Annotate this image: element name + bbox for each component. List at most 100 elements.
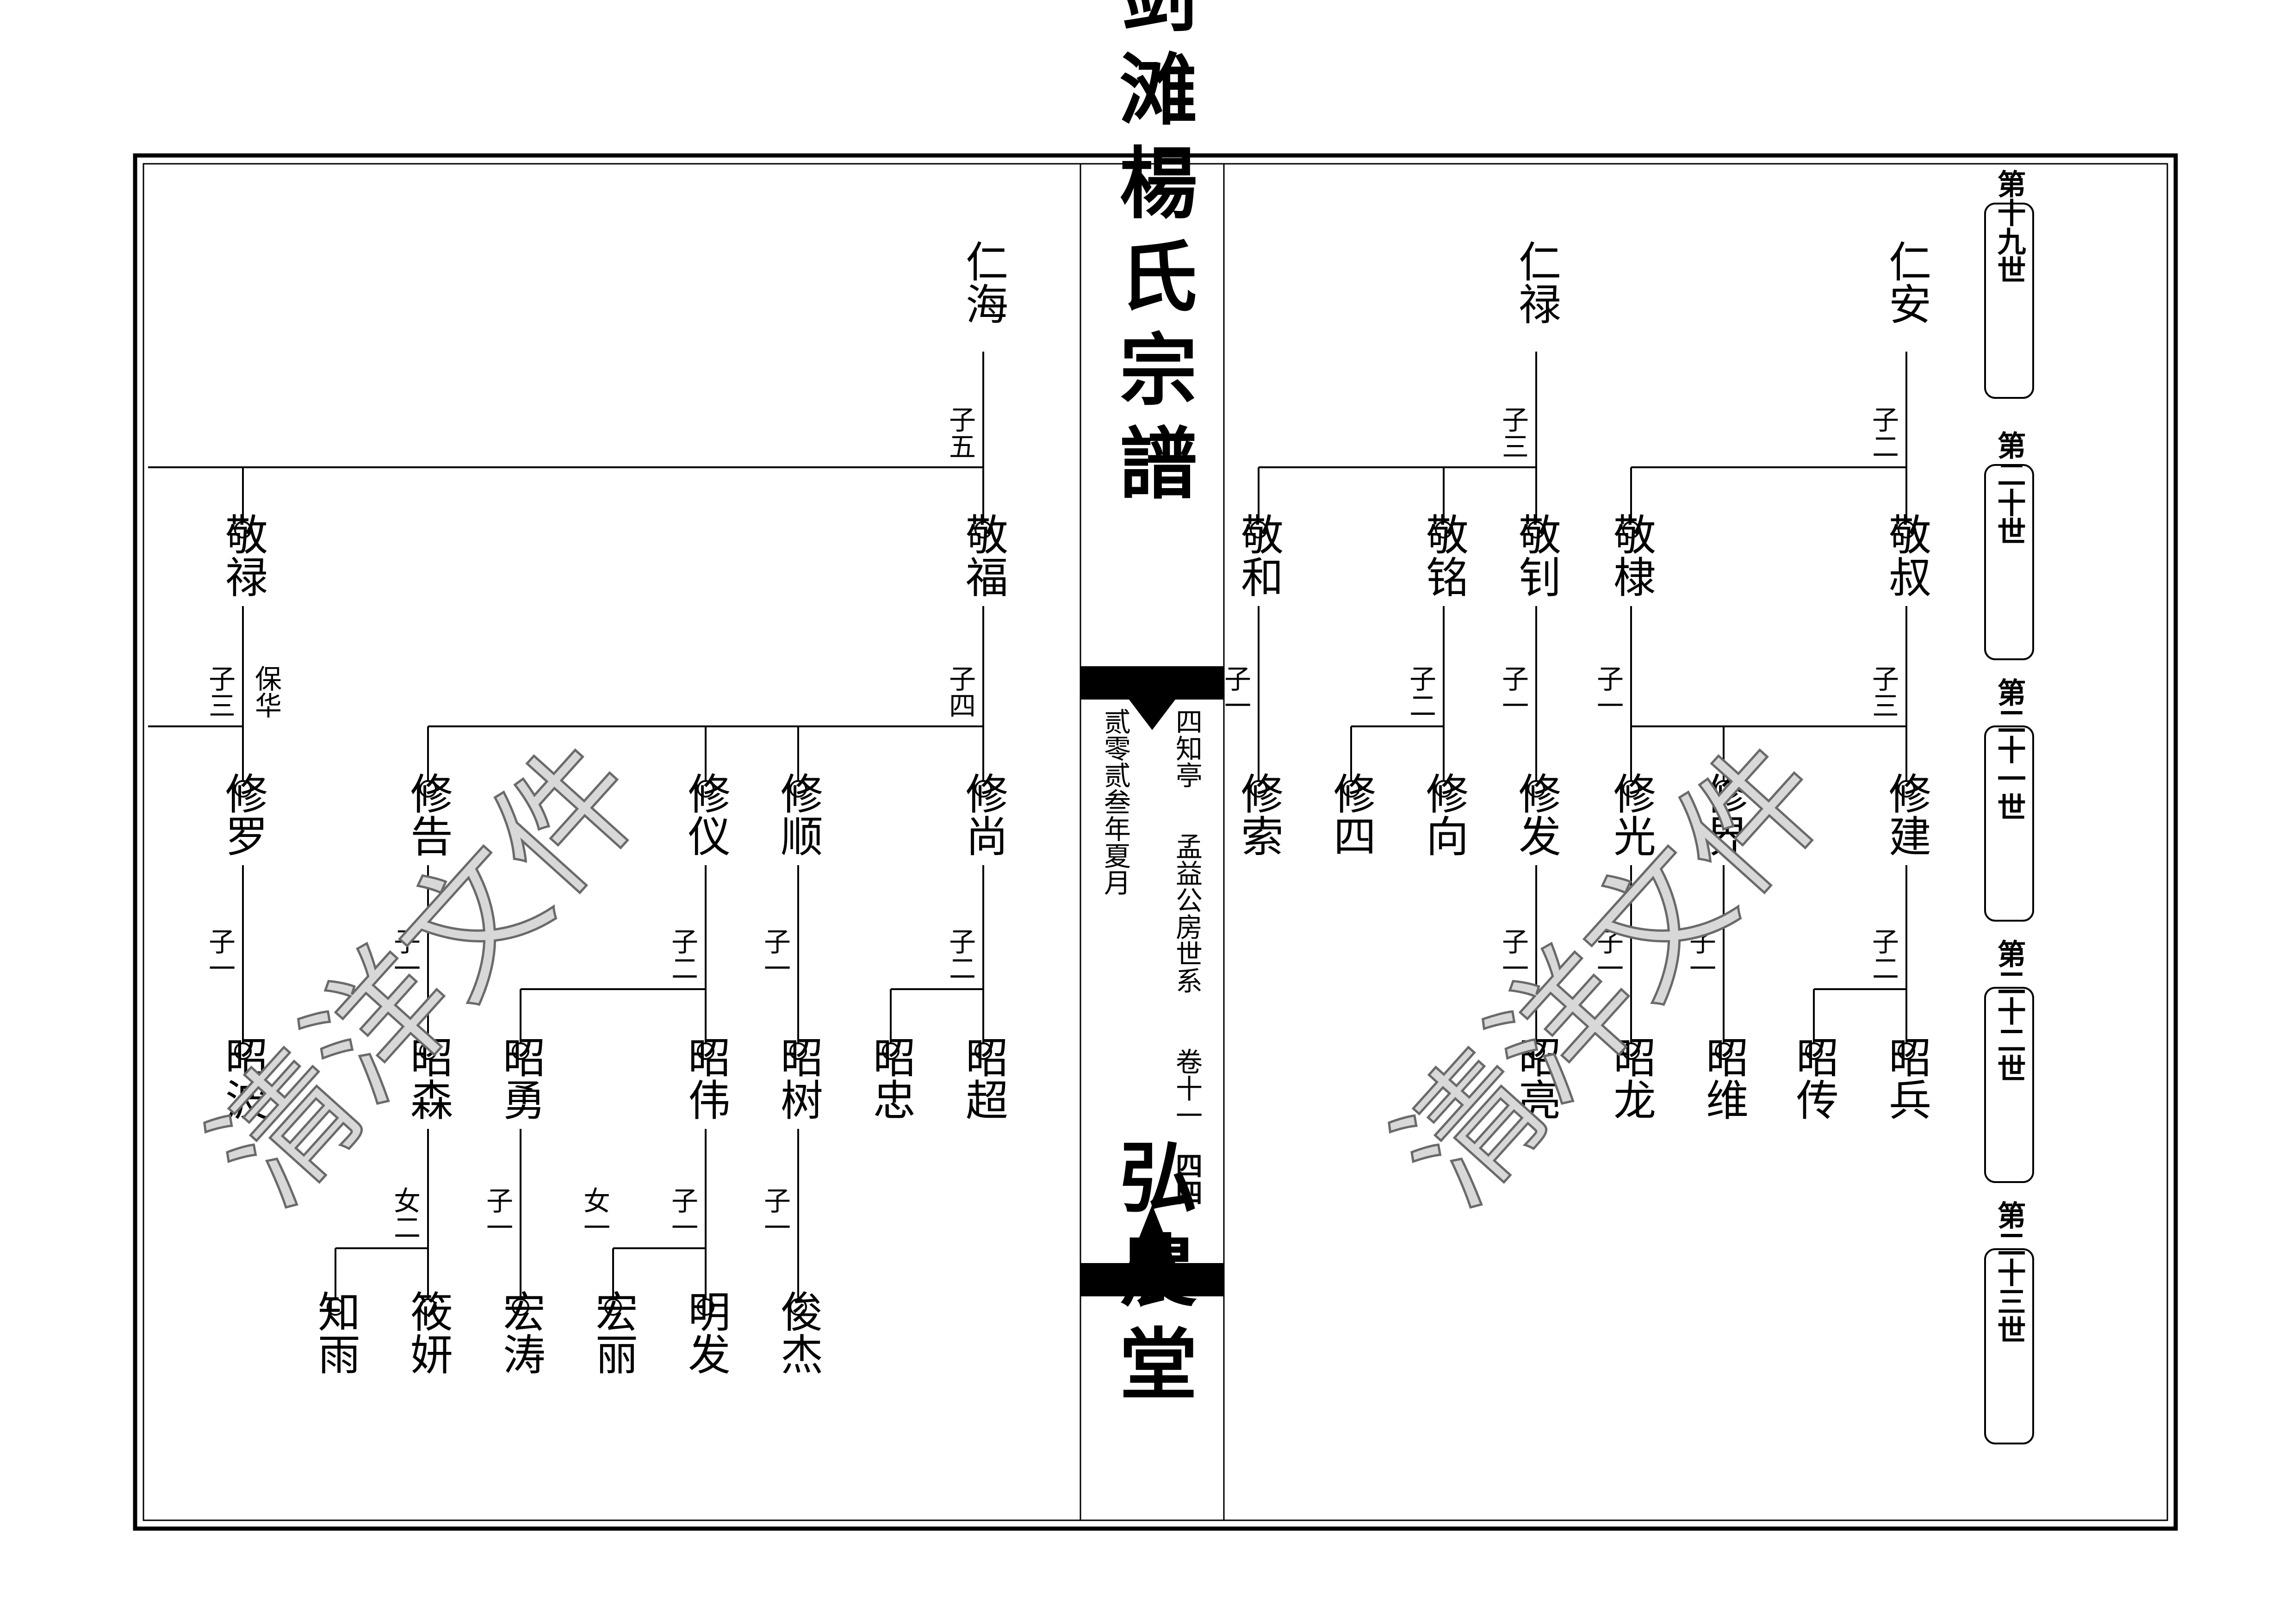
person-node [697, 1042, 714, 1060]
person-node [1435, 521, 1452, 539]
person-name: 修尚 [959, 772, 1008, 857]
person-name: 敬和 [1234, 513, 1284, 598]
person-node [1527, 1042, 1545, 1060]
generation-text: 第二十世 [1992, 431, 2026, 545]
person-node [234, 521, 252, 539]
child-count-mark: 子二 [1405, 665, 1436, 719]
person-node [234, 780, 252, 798]
person-node [789, 1298, 807, 1316]
person-name: 仁海 [959, 240, 1008, 325]
person-node [882, 1042, 900, 1060]
person-name: 宏丽 [589, 1290, 638, 1375]
person-node [1898, 780, 1915, 798]
generation-label: 第二十三世 [1984, 1201, 2034, 1444]
child-count-mark: 子一 [759, 928, 791, 981]
person-node [1527, 521, 1545, 539]
person-node [419, 780, 437, 798]
person-name: 昭超 [959, 1035, 1008, 1121]
person-node [512, 1042, 529, 1060]
person-name: 昭维 [1699, 1035, 1749, 1121]
tree-connectors [148, 352, 1907, 1299]
person-node [1898, 1042, 1915, 1060]
person-name: 仁安 [1882, 240, 1931, 325]
person-node [697, 1298, 714, 1316]
child-count-mark: 子一 [1592, 665, 1624, 719]
generation-text: 第二十三世 [1992, 1201, 2026, 1344]
child-count-mark: 子三 [1868, 665, 1899, 719]
person-node [1715, 1042, 1732, 1060]
person-node [604, 1298, 622, 1316]
volume-number: 卷十一 [1171, 1048, 1203, 1128]
generation-text: 第二十二世 [1992, 939, 2026, 1083]
child-count-mark: 子四 [944, 665, 976, 719]
person-name: 昭伟 [681, 1035, 731, 1121]
person-node [234, 1042, 252, 1060]
generation-label: 第二十世 [1984, 431, 2034, 660]
person-node [1250, 521, 1267, 539]
person-node [974, 1042, 992, 1060]
branch-name: 孟益公房世系 [1171, 833, 1203, 994]
child-count-mark: 子一 [759, 1187, 791, 1240]
person-name: 明发 [681, 1290, 731, 1375]
child-count-mark: 子一 [1497, 665, 1529, 719]
person-name: 筱妍 [403, 1290, 453, 1375]
person-node [1805, 1042, 1823, 1060]
person-node [1898, 521, 1915, 539]
child-count-mark: 子三 [1497, 406, 1529, 459]
person-node [1622, 1042, 1640, 1060]
person-name: 修发 [1512, 772, 1561, 857]
person-node [789, 780, 807, 798]
person-node [1622, 521, 1640, 539]
person-name: 仁禄 [1512, 240, 1561, 325]
book-title: 剑滩楊氏宗譜 [1106, 0, 1198, 516]
person-name: 修光 [1607, 772, 1656, 857]
person-name: 敬铭 [1419, 513, 1469, 598]
child-count-mark: 子一 [482, 1187, 513, 1240]
child-count-mark: 女一 [579, 1187, 610, 1240]
person-name: 俊杰 [774, 1290, 823, 1375]
spine-ornament-top [1080, 666, 1224, 730]
publication-date: 贰零贰叁年夏月 [1099, 708, 1131, 896]
person-node [419, 1042, 437, 1060]
person-node [1342, 780, 1360, 798]
child-count-mark: 子五 [944, 406, 976, 459]
person-name: 修界 [1699, 772, 1749, 857]
child-count-mark: 子一 [1592, 928, 1624, 981]
tree-nodes [234, 521, 1915, 1316]
person-name: 修仪 [681, 772, 731, 857]
child-count-mark: 子二 [1868, 406, 1899, 459]
person-node [697, 780, 714, 798]
person-name: 昭树 [774, 1035, 823, 1121]
child-count-mark: 子一 [1497, 928, 1529, 981]
person-node [789, 1042, 807, 1060]
person-node [974, 521, 992, 539]
person-name: 敬禄 [218, 513, 268, 598]
person-name: 修索 [1234, 772, 1284, 857]
child-count-mark: 子二 [944, 928, 976, 981]
child-count-mark: 子二 [667, 928, 698, 981]
generation-text: 第二十一世 [1992, 678, 2026, 821]
child-count-mark: 子三 [204, 665, 236, 719]
generation-label: 第十九世 [1984, 169, 2034, 399]
spine-ornament-bottom [1080, 1205, 1224, 1296]
person-node [974, 780, 992, 798]
person-name: 修顺 [774, 772, 823, 857]
person-name: 修罗 [218, 772, 268, 857]
book-spine: 剑滩楊氏宗譜 四知亭 孟益公房世系 卷十一 四四 贰零贰叁年夏月 弘農堂 [1080, 0, 1224, 1417]
person-node [512, 1298, 529, 1316]
person-names: 仁安仁禄仁海敬叔敬棣敬钊敬铭敬和敬福敬禄修建修界修光修发修向修四修索修尚修顺修仪… [218, 240, 1931, 1375]
person-name: 昭森 [403, 1035, 453, 1121]
person-node [1435, 780, 1452, 798]
child-count-mark: 子一 [204, 928, 236, 981]
person-name: 修向 [1419, 772, 1469, 857]
generation-text: 第十九世 [1992, 169, 2026, 284]
generation-label: 第二十一世 [1984, 678, 2034, 922]
person-name: 修告 [403, 772, 453, 857]
person-name: 宏涛 [496, 1290, 546, 1375]
person-node [419, 1298, 437, 1316]
person-node [1250, 780, 1267, 798]
person-name: 昭兵 [1882, 1035, 1931, 1121]
child-count-mark: 女二 [389, 1187, 421, 1240]
